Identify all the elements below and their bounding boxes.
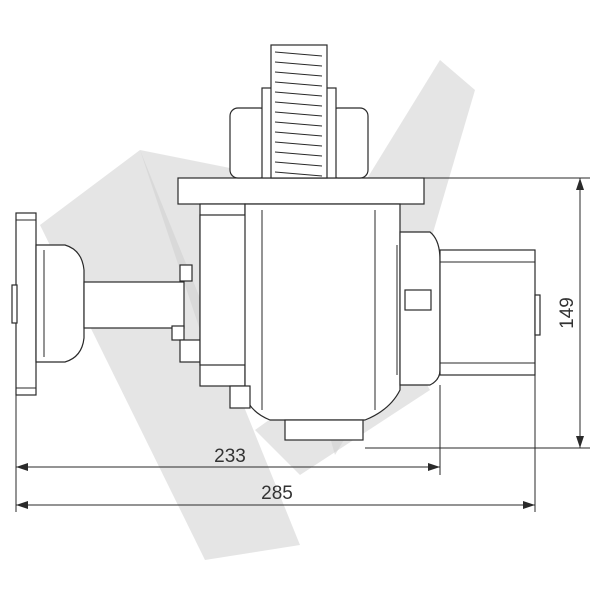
top-gear (229, 44, 369, 179)
left-flange (11, 212, 85, 396)
gearbox-housing (177, 177, 441, 441)
dimension-label-285: 285 (261, 483, 293, 504)
dimension-width-gearbox: 233 (15, 385, 441, 512)
dimension-label-233: 233 (214, 446, 246, 467)
dimension-height: 149 (365, 177, 590, 449)
dimension-label-height: 149 (557, 297, 578, 329)
right-motor (439, 249, 541, 376)
dimension-width-total: 285 (16, 375, 536, 512)
input-shaft (83, 264, 203, 363)
